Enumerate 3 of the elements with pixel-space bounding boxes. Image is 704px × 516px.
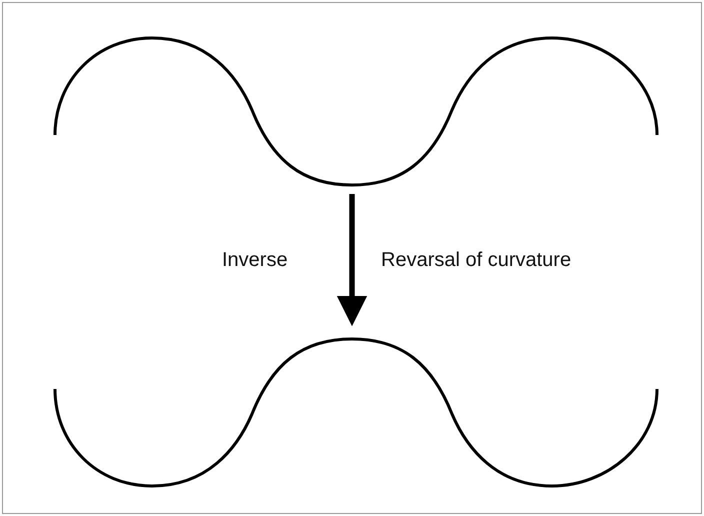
arrow [336, 194, 368, 326]
direction-label: Inverse [222, 249, 288, 272]
description-label: Revarsal of curvature [381, 249, 572, 272]
